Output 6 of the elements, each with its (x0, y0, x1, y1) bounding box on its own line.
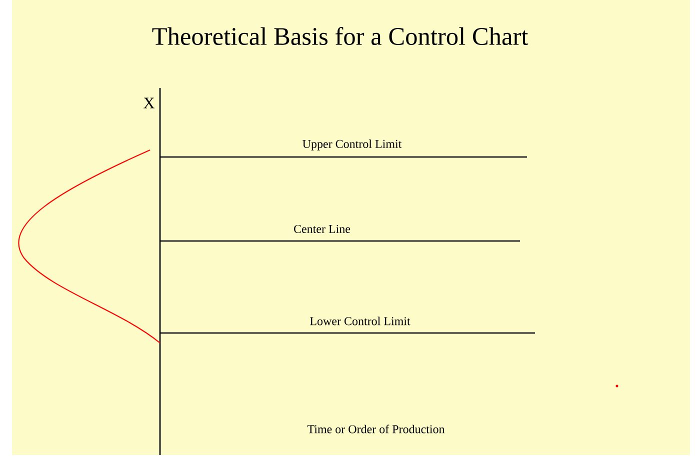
line-label: Upper Control Limit (302, 140, 402, 150)
line-label: Center Line (294, 224, 350, 234)
title: Theoretical Basis for a Control Chart (152, 26, 528, 46)
axis-label: X (144, 98, 154, 108)
axis-label: Time or Order of Production (307, 424, 445, 434)
line-label: Lower Control Limit (310, 316, 410, 326)
